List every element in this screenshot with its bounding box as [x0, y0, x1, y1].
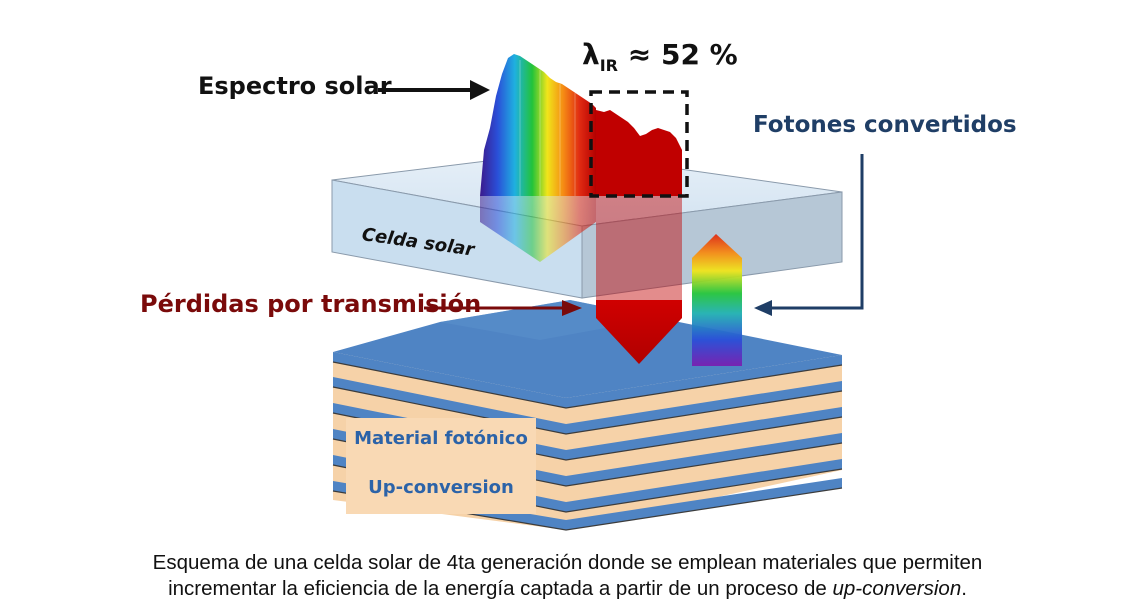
transmission-loss-arrow	[424, 300, 582, 316]
caption-line-2-italic: up-conversion	[832, 577, 962, 600]
absorbed-spectrum-beam	[480, 196, 596, 262]
material-label-box	[346, 418, 536, 514]
caption-line-2: incrementar la eficiencia de la energía …	[0, 576, 1135, 602]
spectrum-arrow	[378, 80, 490, 100]
transmission-loss-beam	[596, 196, 682, 364]
transmission-losses-label: Pérdidas por transmisión	[140, 290, 482, 318]
solar-spectrum-label: Espectro solar	[198, 72, 392, 100]
photonic-material-label: Material fotónico	[354, 428, 528, 449]
spectrum-infrared	[596, 110, 682, 196]
solar-spectrum	[480, 54, 689, 198]
spectrum-visible	[480, 54, 596, 196]
ir-fraction-label: λIR ≈ 52 %	[582, 38, 738, 75]
ir-dashed-box	[589, 90, 689, 198]
converted-photons-label: Fotones convertidos	[753, 112, 1017, 138]
caption-line-2-prefix: incrementar la eficiencia de la energía …	[168, 577, 833, 600]
caption-line-2-suffix: .	[961, 577, 967, 600]
lambda-subscript: IR	[599, 56, 618, 75]
converted-photons-arrow	[754, 154, 864, 316]
lambda-value: ≈ 52 %	[618, 38, 738, 71]
converted-photons-beam	[692, 234, 742, 366]
lambda-symbol: λ	[582, 38, 600, 71]
caption-line-1: Esquema de una celda solar de 4ta genera…	[152, 551, 983, 574]
figure-caption: Esquema de una celda solar de 4ta genera…	[0, 550, 1135, 602]
up-conversion-label: Up-conversion	[368, 477, 514, 498]
